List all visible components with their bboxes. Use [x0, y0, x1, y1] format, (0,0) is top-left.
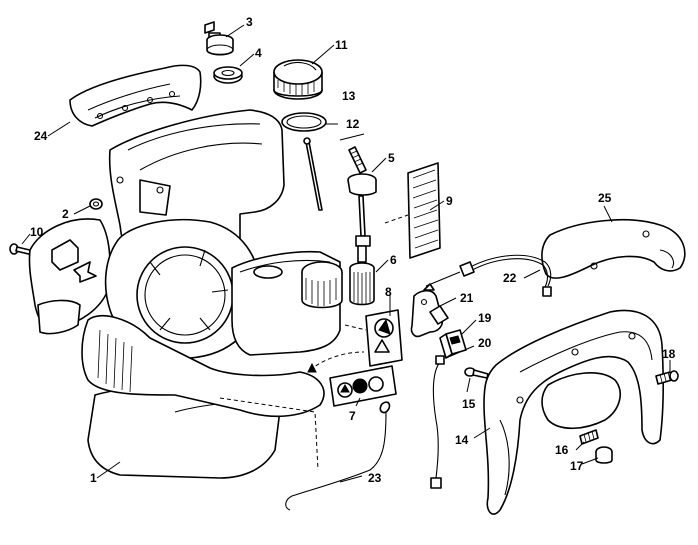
part-7-label [307, 351, 397, 407]
callout-7: 7 [349, 409, 356, 423]
part-15-screw [464, 367, 489, 379]
callout-19: 19 [478, 311, 492, 325]
callout-24: 24 [34, 129, 48, 143]
callout-12: 12 [346, 117, 360, 131]
part-25-handle-cover [541, 219, 686, 279]
callout-5: 5 [388, 151, 395, 165]
part-9-label [384, 162, 441, 259]
part-21-throttle-trigger [410, 283, 449, 338]
callout-21: 21 [460, 291, 474, 305]
part-24-handle-cover [69, 64, 202, 127]
callout-numbers: 1 2 3 4 5 6 7 8 9 10 11 12 13 14 15 16 1… [30, 15, 676, 485]
callout-14: 14 [455, 433, 469, 447]
part-22-throttle-cable [425, 254, 552, 297]
part-8-warning-label [344, 309, 403, 367]
leader-lines [21, 24, 671, 483]
main-housing [28, 109, 343, 479]
callout-17: 17 [570, 459, 584, 473]
callout-18: 18 [662, 347, 676, 361]
callout-25: 25 [598, 191, 612, 205]
callout-16: 16 [555, 443, 569, 457]
callout-10: 10 [30, 225, 44, 239]
part-5-throttle-rod [347, 146, 377, 247]
part-19-switch [439, 329, 467, 359]
callout-6: 6 [390, 253, 397, 267]
callout-1: 1 [90, 471, 97, 485]
callout-11: 11 [335, 38, 348, 52]
part-12-pin [303, 137, 323, 211]
callout-15: 15 [462, 397, 476, 411]
callout-9: 9 [446, 194, 453, 208]
part-3-cap [204, 21, 234, 56]
callout-23: 23 [368, 471, 382, 485]
part-13-o-ring [281, 112, 327, 132]
callout-13: 13 [342, 89, 356, 103]
part-17-cap-nut [595, 446, 613, 464]
part-16-spring [579, 429, 599, 445]
part-4-grommet [213, 66, 243, 84]
part-20-wire [430, 355, 445, 489]
part-14-rear-handle [483, 309, 665, 515]
part-23-rod [219, 397, 391, 511]
part-11-tank-cap [273, 59, 323, 100]
part-2-nut [89, 198, 103, 210]
callout-2: 2 [62, 207, 69, 221]
callout-22: 22 [503, 271, 517, 285]
callout-20: 20 [478, 336, 492, 350]
callout-8: 8 [385, 285, 392, 299]
part-6-fuel-filter [349, 245, 375, 306]
callout-4: 4 [255, 46, 262, 60]
callout-3: 3 [246, 15, 253, 29]
part-18-screw [655, 370, 679, 385]
